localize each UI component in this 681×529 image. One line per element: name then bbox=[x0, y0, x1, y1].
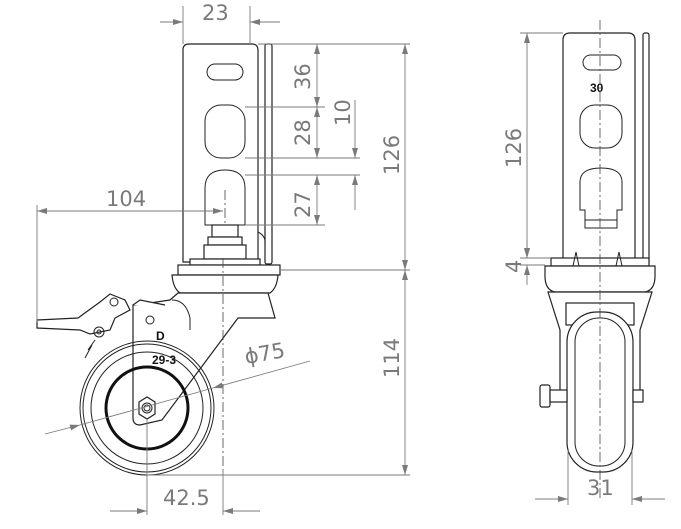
bracket-marking: 30 bbox=[590, 81, 604, 95]
side-view: D 29-3 bbox=[36, 43, 281, 476]
fork: D 29-3 bbox=[132, 292, 276, 426]
brake-lever bbox=[36, 293, 131, 359]
dim-plate-thickness: 4 bbox=[502, 260, 526, 273]
top-slot bbox=[206, 63, 244, 81]
dim-wheel-width: 31 bbox=[587, 476, 614, 500]
axle-nut-left bbox=[539, 384, 551, 408]
logo-mark: D bbox=[156, 329, 165, 343]
fork-marking: 29-3 bbox=[152, 353, 176, 367]
dim-slot-pitch: 28 bbox=[291, 119, 315, 146]
dim-bracket-width: 23 bbox=[202, 1, 229, 25]
dim-offset: 42.5 bbox=[163, 486, 210, 510]
dim-bracket-height-front: 126 bbox=[502, 128, 526, 168]
middle-slot bbox=[204, 104, 246, 159]
front-dimensions: 126 4 31 bbox=[502, 32, 665, 505]
dim-wheel-diameter: ϕ75 bbox=[243, 338, 287, 369]
dim-slot-lower: 27 bbox=[291, 191, 315, 218]
axle-nut bbox=[138, 396, 156, 420]
dim-bracket-height-side: 126 bbox=[380, 135, 404, 175]
dim-wheel-height: 114 bbox=[380, 338, 404, 378]
dim-slot-top-offset: 36 bbox=[291, 63, 315, 90]
dim-lever-reach: 104 bbox=[106, 187, 146, 211]
stem-nut bbox=[189, 224, 261, 266]
swivel-head bbox=[171, 264, 281, 294]
side-dimensions: 23 36 28 10 27 126 114 104 ϕ75 42.5 bbox=[36, 1, 410, 515]
front-view: 30 bbox=[539, 20, 656, 500]
wheel bbox=[79, 299, 215, 476]
lower-slot bbox=[204, 169, 246, 226]
dim-slot-gap: 10 bbox=[331, 99, 355, 126]
